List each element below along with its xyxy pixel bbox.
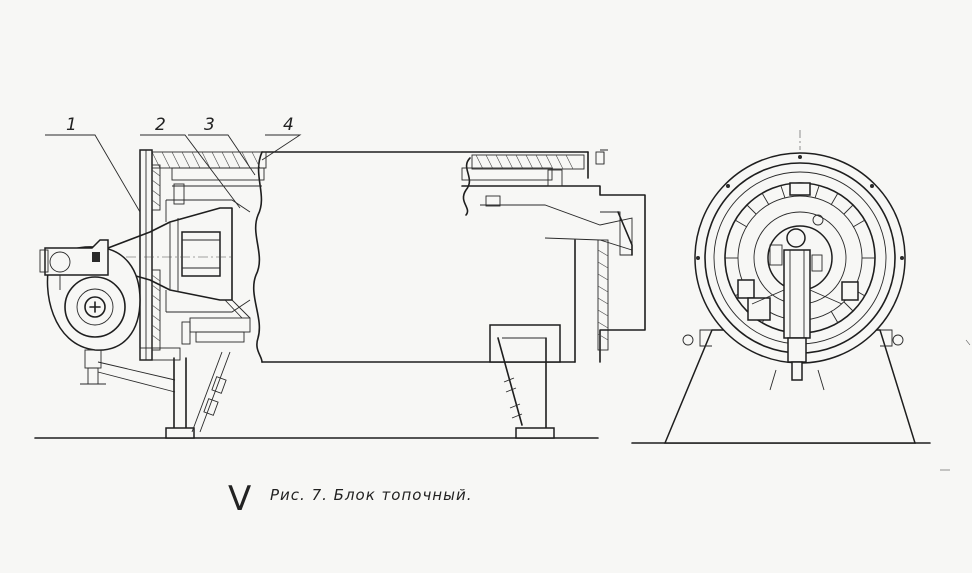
insulation-layer (147, 151, 605, 187)
front-flange (139, 149, 161, 361)
burner-cone (107, 183, 251, 345)
exhaust-section (461, 149, 646, 363)
callout-4: 4 (283, 115, 294, 135)
figure-caption: Рис. 7. Блок топочный. (270, 486, 472, 504)
callout-3: 3 (204, 115, 215, 135)
front-support (139, 347, 231, 439)
side-view (39, 134, 646, 439)
sheet-mark: V (228, 479, 251, 519)
rear-support (489, 324, 561, 439)
callout-2: 2 (155, 115, 166, 135)
blower-housing (39, 239, 176, 393)
callout-leaders (45, 134, 302, 213)
callout-1: 1 (66, 115, 77, 135)
end-view (663, 130, 917, 444)
